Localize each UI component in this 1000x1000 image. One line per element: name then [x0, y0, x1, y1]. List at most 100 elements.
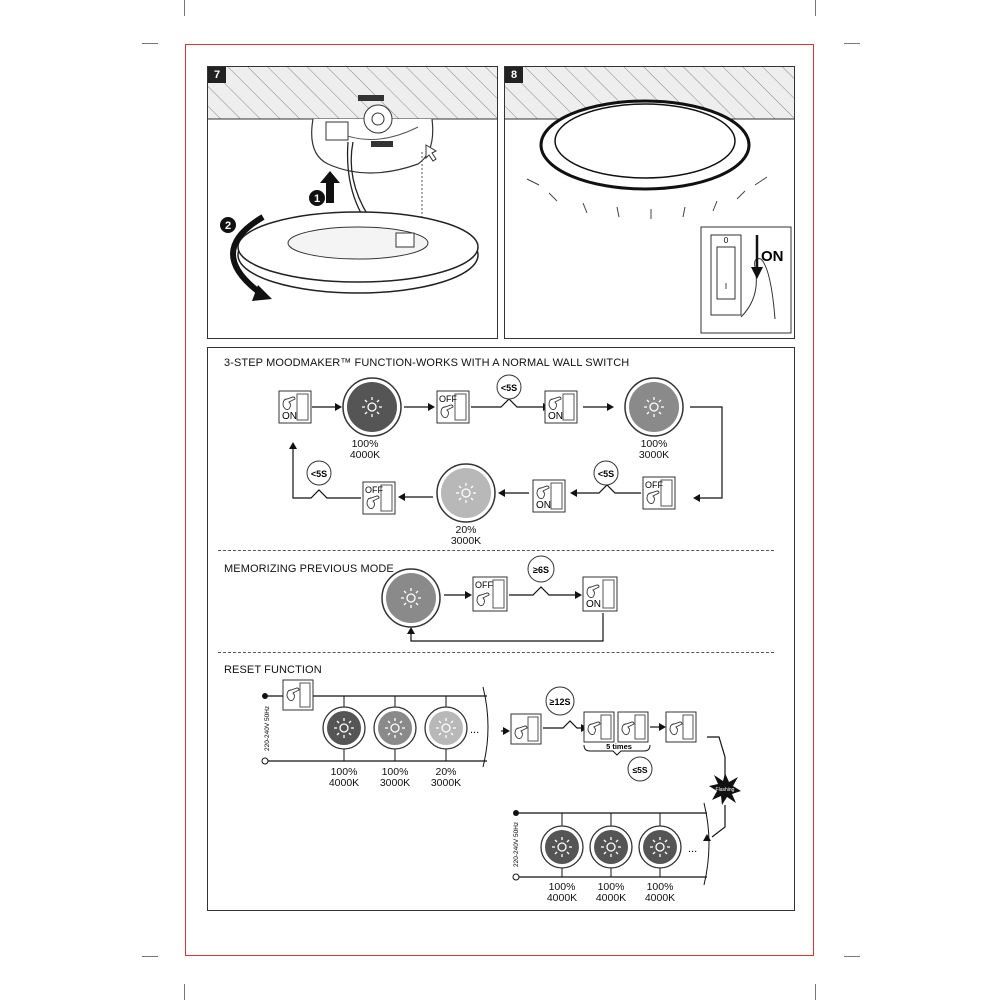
lamp-20-3000k [436, 463, 496, 523]
reset-lamp-result-1 [540, 813, 584, 877]
result-lamp2-percent: 100% [597, 881, 625, 893]
timer-icon: <5S [593, 460, 619, 486]
svg-text:OFF: OFF [365, 485, 383, 495]
reset-lamp1-percent: 100% [330, 766, 358, 778]
lamp1-kelvin: 4000K [349, 449, 381, 461]
timer-icon: <5S [496, 374, 522, 400]
svg-text:ON: ON [282, 411, 297, 422]
lamp3-percent: 20% [455, 524, 477, 536]
reset-lamp-100-4000k [322, 696, 366, 761]
step-number: 8 [505, 67, 523, 83]
svg-text:<5S: <5S [598, 469, 614, 479]
result-lamp1-percent: 100% [548, 881, 576, 893]
switch-icon [282, 679, 314, 711]
reset-lamp3-kelvin: 3000K [430, 777, 462, 789]
reset-lamp-100-3000k [373, 696, 417, 761]
switch-on-icon: ON [582, 576, 618, 612]
timer-icon: <5S [306, 460, 332, 486]
reset-lamp-20-3000k [424, 696, 468, 761]
supply-label: 220-240V 50Hz [513, 822, 520, 867]
result-lamp3-caption: 100% 4000K [637, 882, 683, 904]
timer-icon: ≤5S [627, 756, 653, 782]
section-divider [218, 652, 774, 653]
reset-lamp-result-3 [638, 813, 682, 877]
crop-mark [815, 984, 816, 1000]
crop-mark [142, 43, 158, 44]
lamp1-percent: 100% [351, 438, 379, 450]
crop-mark [184, 0, 185, 16]
lamp1-caption: 100% 4000K [342, 439, 388, 461]
result-lamp3-percent: 100% [646, 881, 674, 893]
flashing-burst: Flashing [709, 773, 741, 805]
timer-icon: ≥12S [545, 686, 575, 716]
crop-mark [142, 956, 158, 957]
reset-lamp2-percent: 100% [381, 766, 409, 778]
panel-step-7: 7 1 2 [207, 66, 498, 339]
switch-icon [617, 711, 649, 743]
panel-step-8: 8 0 I ON [504, 66, 795, 339]
lamp3-kelvin: 3000K [450, 535, 482, 547]
svg-text:≤5S: ≤5S [632, 765, 647, 775]
switch-icon [510, 713, 542, 745]
svg-text:ON: ON [536, 500, 551, 511]
svg-text:OFF: OFF [645, 480, 663, 490]
reset-lamp1-kelvin: 4000K [328, 777, 360, 789]
switch-off-icon: OFF [362, 481, 396, 515]
svg-text:OFF: OFF [475, 580, 493, 590]
result-lamp2-caption: 100% 4000K [588, 882, 634, 904]
timer-icon: ≥6S [527, 555, 555, 583]
step-badge-2: 2 [225, 220, 231, 232]
lamp2-percent: 100% [640, 438, 668, 450]
crop-mark [815, 0, 816, 16]
reset-lamp-result-2 [589, 813, 633, 877]
switch-icon [583, 711, 615, 743]
svg-text:Flashing: Flashing [716, 787, 735, 793]
switch-off-icon: OFF [472, 576, 508, 612]
svg-text:<5S: <5S [311, 469, 327, 479]
switch-on-icon: ON [278, 390, 312, 424]
result-lamp3-kelvin: 4000K [644, 892, 676, 904]
function-panel [207, 347, 795, 911]
lamp-100-4000k [342, 377, 402, 437]
reset-lamp3-percent: 20% [435, 766, 457, 778]
reset-lamp3-caption: 20% 3000K [423, 767, 469, 789]
switch-off-mark: 0 [724, 236, 729, 245]
svg-text:OFF: OFF [439, 394, 457, 404]
lamp-100-3000k [624, 377, 684, 437]
lamp-previous-mode [381, 568, 441, 628]
svg-text:ON: ON [548, 411, 563, 422]
reset-lamp1-caption: 100% 4000K [321, 767, 367, 789]
switch-on-mark: I [725, 282, 727, 291]
switch-on-illustration: 0 I ON [505, 67, 794, 334]
times-label: 5 times [606, 742, 632, 751]
reset-lamp2-kelvin: 3000K [379, 777, 411, 789]
crop-mark [184, 984, 185, 1000]
lamp2-caption: 100% 3000K [631, 439, 677, 461]
function-diagrams: ON OFF <5S ON OFF [261, 374, 741, 886]
result-lamp2-kelvin: 4000K [595, 892, 627, 904]
reset-lamp2-caption: 100% 3000K [372, 767, 418, 789]
crop-mark [844, 956, 860, 957]
switch-on-icon: ON [544, 390, 578, 424]
svg-text:<5S: <5S [501, 383, 517, 393]
lamp2-kelvin: 3000K [638, 449, 670, 461]
step-badge-1: 1 [314, 193, 320, 205]
switch-on-icon: ON [532, 479, 566, 513]
svg-text:ON: ON [586, 599, 601, 610]
ellipsis: ... [688, 843, 697, 855]
section-title-memorizing: MEMORIZING PREVIOUS MODE [224, 563, 394, 575]
step-number: 7 [208, 67, 226, 83]
supply-label: 220-240V 50Hz [264, 706, 271, 751]
ellipsis: ... [470, 724, 479, 736]
page-frame [185, 44, 814, 956]
lamp3-caption: 20% 3000K [443, 525, 489, 547]
svg-text:≥12S: ≥12S [550, 697, 571, 707]
result-lamp1-caption: 100% 4000K [539, 882, 585, 904]
section-title-reset: RESET FUNCTION [224, 664, 322, 676]
switch-icon [665, 711, 697, 743]
section-title-moodmaker: 3-STEP MOODMAKER™ FUNCTION-WORKS WITH A … [224, 357, 630, 369]
crop-mark [844, 43, 860, 44]
svg-text:≥6S: ≥6S [533, 565, 549, 575]
installation-illustration: 1 2 [208, 67, 497, 301]
result-lamp1-kelvin: 4000K [546, 892, 578, 904]
